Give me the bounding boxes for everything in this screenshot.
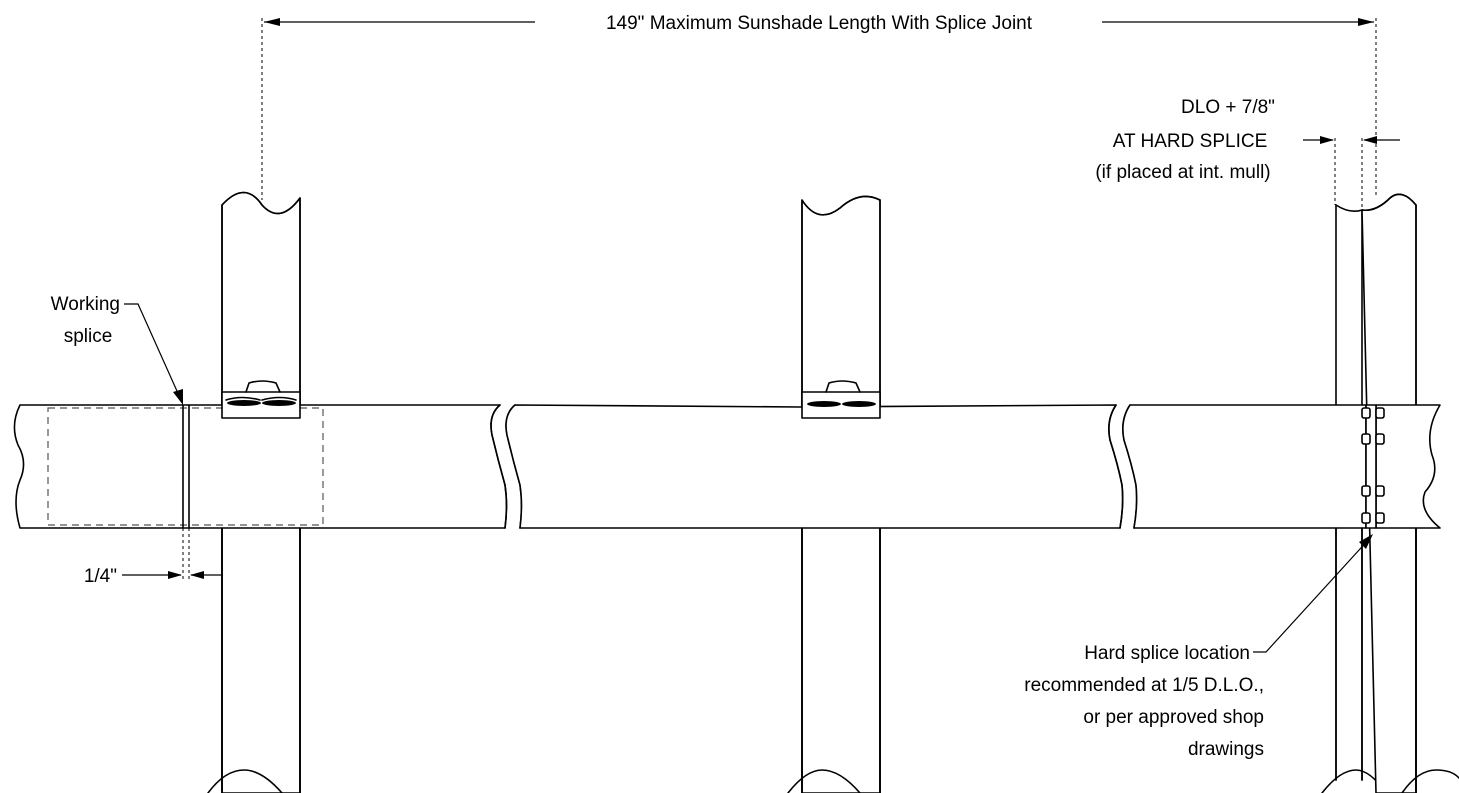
dlo-label-line2: AT HARD SPLICE [1113,131,1268,152]
hard-splice-leader [1253,534,1373,653]
quarter-inch-label: 1/4" [84,566,117,587]
blade-segment-right [1122,404,1367,529]
hard-splice-label-line1: Hard splice location [1084,643,1250,664]
dlo-label-line3: (if placed at int. mull) [1095,162,1270,183]
dimension-max-length [261,18,1377,200]
working-splice-joint [182,404,190,529]
dlo-label-line1: DLO + 7/8" [1181,97,1275,118]
dimension-dlo [1303,136,1400,210]
blade-segment-center [505,404,1124,529]
blade-segment-left [13,404,508,529]
max-length-label: 149" Maximum Sunshade Length With Splice… [606,13,1033,34]
hard-splice-label-line3: or per approved shop [1083,707,1264,728]
bracket-left [221,380,301,419]
dimension-quarter-inch [122,528,222,582]
mullion-right-inner-lower [1335,527,1363,781]
hard-splice-fasteners [1361,404,1385,529]
splice-sleeve-hidden [47,407,324,526]
hard-splice-label-line4: drawings [1188,739,1264,760]
hard-splice-label-line2: recommended at 1/5 D.L.O., [1024,675,1264,696]
working-splice-label-line2: splice [64,326,113,347]
mullion-left-lower [221,527,301,793]
blade-segment-far-right [1375,404,1441,529]
mullion-center-lower [801,527,881,793]
bracket-center [801,380,881,419]
working-splice-label-line1: Working [51,294,120,315]
working-splice-leader [124,303,183,405]
